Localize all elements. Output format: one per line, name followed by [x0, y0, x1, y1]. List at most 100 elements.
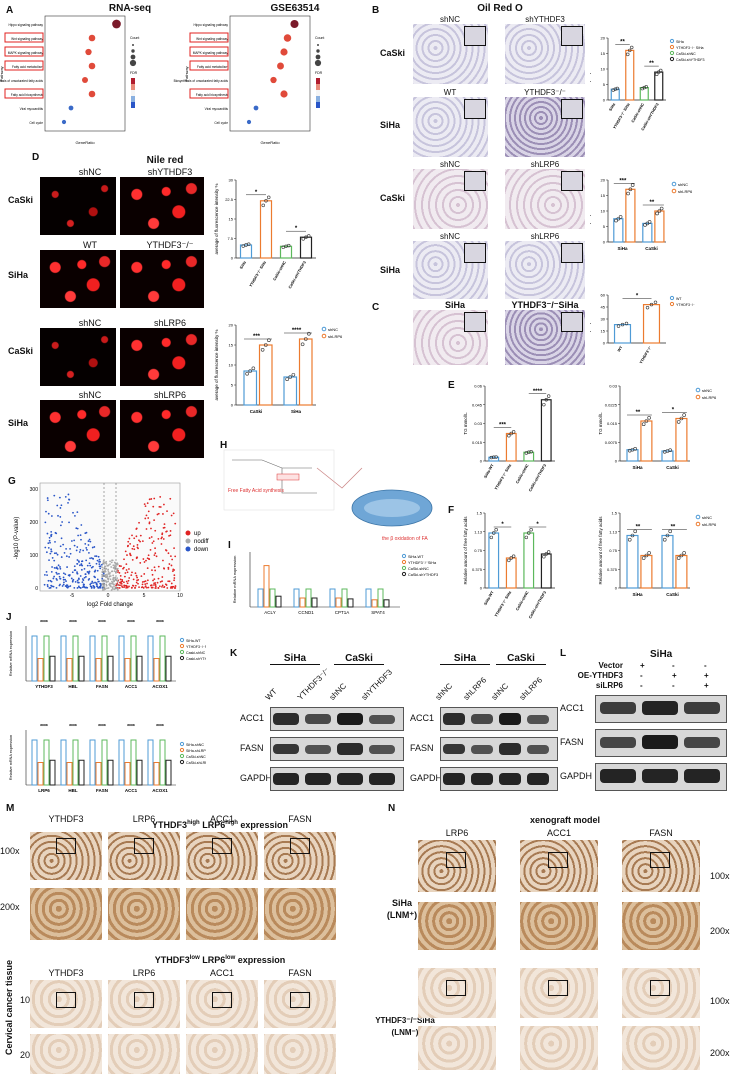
- volcano-point: [84, 573, 87, 576]
- volcano-point: [73, 539, 76, 542]
- volcano-point: [82, 583, 85, 586]
- blot-band: [305, 744, 331, 754]
- blot-band: [600, 702, 636, 715]
- volcano-point: [167, 566, 170, 569]
- legend-swatch: [179, 637, 185, 643]
- data-point: [616, 216, 621, 221]
- volcano-point: [47, 542, 50, 545]
- volcano-point: [104, 565, 106, 568]
- data-point: [494, 455, 498, 459]
- bar: [540, 399, 552, 462]
- panel-a-title-left: RNA-seq: [108, 3, 152, 14]
- volcano-point: [118, 565, 121, 567]
- b-micro-8: [505, 241, 585, 299]
- volcano-point: [71, 580, 74, 583]
- tick-label-y: 0: [480, 459, 483, 464]
- volcano-point: [110, 561, 113, 564]
- legend-label: SiHa-WT: [408, 555, 424, 559]
- volcano-point: [50, 533, 53, 536]
- sig-label: **: [620, 39, 625, 45]
- n-mag-label: 200x: [710, 926, 730, 936]
- legend-label: shLRP6: [702, 395, 717, 400]
- volcano-point: [55, 586, 58, 589]
- volcano-point: [105, 567, 107, 570]
- data-point: [527, 450, 531, 454]
- volcano-point: [80, 524, 83, 526]
- a-highlight-box: [189, 60, 229, 71]
- volcano-point: [174, 585, 177, 587]
- volcano-point: [147, 510, 150, 513]
- n-mag-label: 100x: [710, 871, 730, 881]
- blot-band: [443, 713, 465, 725]
- volcano-point: [158, 505, 161, 508]
- volcano-point: [156, 513, 159, 516]
- volcano-point: [61, 521, 64, 523]
- legend-swatch: [179, 649, 185, 655]
- panel-f-label: F: [448, 505, 455, 516]
- volcano-point: [50, 584, 53, 587]
- volcano-point: [56, 567, 59, 570]
- tick-label-y: 100: [30, 553, 39, 559]
- axis-ylabel: TG mmol/L: [463, 412, 468, 435]
- m-mag-label: 100x: [0, 846, 20, 856]
- volcano-point: [109, 563, 111, 566]
- category-label: CaSki-shNC: [631, 102, 645, 123]
- volcano-point: [106, 587, 108, 590]
- volcano-point: [91, 546, 94, 549]
- blot-band: [369, 744, 395, 754]
- volcano-point: [116, 588, 119, 591]
- sig-label: ****: [69, 620, 77, 626]
- tick-label-y: 0: [603, 240, 606, 245]
- volcano-point: [57, 572, 60, 575]
- volcano-point: [86, 571, 89, 573]
- bar: [118, 635, 125, 682]
- category-label: CaSki: [645, 246, 658, 251]
- volcano-point: [94, 555, 96, 558]
- d-col-shnc: shNC: [78, 167, 102, 177]
- sig-label: **: [649, 61, 654, 67]
- blot-band: [684, 769, 720, 783]
- a-legend-count-dot: [315, 54, 321, 60]
- d-row-caski-2: CaSki: [8, 346, 34, 356]
- data-point: [285, 377, 289, 382]
- volcano-point: [133, 548, 136, 551]
- tick-label-y: 30: [601, 317, 606, 322]
- volcano-point: [149, 548, 152, 551]
- volcano-point: [53, 552, 56, 555]
- volcano-point: [101, 573, 103, 576]
- volcano-point: [125, 580, 128, 583]
- b-micro-4: [505, 97, 585, 157]
- volcano-point: [104, 570, 107, 573]
- d-row-siha-2: SiHa: [8, 418, 29, 428]
- bar: [89, 635, 96, 682]
- bar: [136, 655, 143, 682]
- volcano-point: [165, 530, 168, 533]
- data-point: [261, 203, 265, 208]
- volcano-point: [107, 587, 110, 589]
- volcano-point: [73, 586, 76, 589]
- blot-row-label: ACC1: [240, 713, 265, 723]
- volcano-point: [95, 555, 98, 558]
- volcano-point: [159, 580, 162, 583]
- category-label: ACLY: [264, 610, 275, 615]
- bar: [130, 739, 137, 786]
- blot-row-label: ACC1: [560, 703, 585, 713]
- volcano-point: [96, 569, 99, 572]
- volcano-point: [166, 587, 169, 589]
- volcano-point: [145, 559, 147, 562]
- volcano-point: [115, 587, 118, 590]
- volcano-point: [43, 574, 46, 576]
- volcano-point: [147, 517, 150, 519]
- volcano-point: [120, 565, 122, 568]
- data-point: [492, 455, 496, 459]
- volcano-point: [60, 556, 63, 558]
- volcano-point: [131, 558, 134, 561]
- blot-condition-sign: -: [672, 681, 675, 690]
- a-legend-fdr: FDR: [315, 71, 323, 75]
- data-point: [626, 191, 630, 196]
- legend-label: YTHDF3⁻/⁻: [676, 303, 695, 307]
- b-col-shythdf3: shYTHDF3: [525, 15, 565, 24]
- a-pathway-label: Fatty acid metabolism: [197, 65, 228, 69]
- category-label: FASN: [96, 684, 108, 689]
- a-legend-count-dot: [129, 59, 137, 67]
